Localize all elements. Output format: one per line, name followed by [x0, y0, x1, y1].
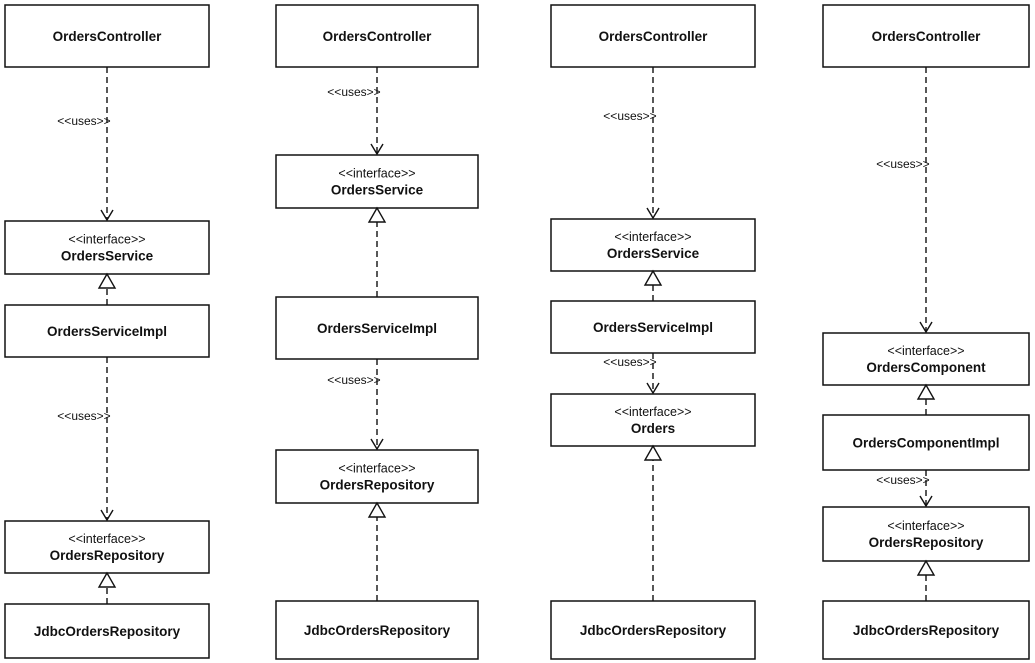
class-name: OrdersController: [53, 29, 163, 44]
uses-label: <<uses>>: [603, 109, 656, 123]
class-name: OrdersServiceImpl: [317, 321, 437, 336]
class-name: OrdersService: [61, 249, 154, 264]
class-name: JdbcOrdersRepository: [580, 623, 727, 638]
class-box: OrdersComponentImpl: [822, 414, 1030, 471]
interface-stereotype: <<interface>>: [614, 230, 691, 244]
class-box-frame: [4, 520, 210, 574]
class-box-frame: [275, 154, 479, 209]
uses-label: <<uses>>: [57, 114, 110, 128]
class-name: OrdersController: [872, 29, 982, 44]
interface-stereotype: <<interface>>: [338, 167, 415, 181]
class-box-frame: [275, 296, 479, 360]
class-box-frame: [550, 300, 756, 354]
class-name: OrdersService: [331, 183, 424, 198]
class-name: Orders: [631, 421, 675, 436]
interface-stereotype: <<interface>>: [338, 462, 415, 476]
class-box: OrdersController: [275, 4, 479, 68]
class-box: <<interface>> OrdersService: [4, 220, 210, 275]
class-box: OrdersServiceImpl: [275, 296, 479, 360]
uses-dependency-arrow: <<uses>>: [57, 67, 114, 222]
class-box: OrdersServiceImpl: [550, 300, 756, 354]
realization-arrow: [97, 272, 117, 305]
class-box-frame: [550, 600, 756, 660]
class-name: OrdersRepository: [320, 478, 435, 493]
realization-arrow: [643, 269, 663, 301]
class-box: OrdersServiceImpl: [4, 304, 210, 358]
class-box: OrdersController: [822, 4, 1030, 68]
realization-arrow: [367, 501, 387, 601]
realization-arrow: [643, 444, 663, 601]
class-name: OrdersRepository: [869, 535, 984, 550]
class-box: JdbcOrdersRepository: [550, 600, 756, 660]
class-name: OrdersComponent: [866, 360, 986, 375]
uses-label: <<uses>>: [603, 355, 656, 369]
class-name: OrdersServiceImpl: [47, 324, 167, 339]
interface-stereotype: <<interface>>: [887, 519, 964, 533]
class-name: JdbcOrdersRepository: [304, 623, 451, 638]
class-box-frame: [822, 600, 1030, 660]
uses-dependency-arrow: <<uses>>: [603, 67, 660, 220]
class-name: OrdersServiceImpl: [593, 320, 713, 335]
interface-stereotype: <<interface>>: [614, 405, 691, 419]
uses-dependency-arrow: <<uses>>: [876, 470, 933, 508]
class-name: JdbcOrdersRepository: [853, 623, 1000, 638]
class-name: OrdersService: [607, 246, 700, 261]
class-box: OrdersController: [550, 4, 756, 68]
class-box-frame: [550, 4, 756, 68]
class-box-frame: [275, 4, 479, 68]
class-box: OrdersController: [4, 4, 210, 68]
realization-arrow: [367, 206, 387, 297]
class-name: OrdersController: [599, 29, 709, 44]
uses-dependency-arrow: <<uses>>: [327, 359, 384, 451]
class-box: <<interface>> Orders: [550, 393, 756, 447]
uses-label: <<uses>>: [876, 473, 929, 487]
class-name: OrdersComponentImpl: [852, 436, 999, 451]
class-box-frame: [4, 4, 210, 68]
class-box: JdbcOrdersRepository: [275, 600, 479, 660]
class-box: <<interface>> OrdersRepository: [275, 449, 479, 504]
class-box: <<interface>> OrdersService: [275, 154, 479, 209]
class-name: JdbcOrdersRepository: [34, 624, 181, 639]
class-box: <<interface>> OrdersService: [550, 218, 756, 272]
class-box: JdbcOrdersRepository: [4, 603, 210, 659]
uses-dependency-arrow: <<uses>>: [327, 67, 384, 156]
class-box: <<interface>> OrdersComponent: [822, 332, 1030, 386]
uses-label: <<uses>>: [57, 409, 110, 423]
class-box-frame: [822, 4, 1030, 68]
uses-dependency-arrow: <<uses>>: [603, 353, 660, 395]
interface-stereotype: <<interface>>: [68, 233, 145, 247]
class-box: <<interface>> OrdersRepository: [4, 520, 210, 574]
class-box-frame: [4, 220, 210, 275]
realization-arrow: [916, 559, 936, 601]
uses-label: <<uses>>: [876, 157, 929, 171]
uses-dependency-arrow: <<uses>>: [876, 67, 933, 334]
class-box-frame: [822, 506, 1030, 562]
uses-dependency-arrow: <<uses>>: [57, 357, 114, 522]
realization-arrow: [916, 383, 936, 415]
uses-label: <<uses>>: [327, 85, 380, 99]
class-box: <<interface>> OrdersRepository: [822, 506, 1030, 562]
class-name: OrdersController: [323, 29, 433, 44]
class-box-frame: [275, 600, 479, 660]
class-box: JdbcOrdersRepository: [822, 600, 1030, 660]
interface-stereotype: <<interface>>: [887, 344, 964, 358]
class-box-frame: [822, 332, 1030, 386]
class-name: OrdersRepository: [50, 548, 165, 563]
uses-label: <<uses>>: [327, 373, 380, 387]
class-box-frame: [550, 393, 756, 447]
interface-stereotype: <<interface>>: [68, 532, 145, 546]
class-box-frame: [275, 449, 479, 504]
class-box-frame: [550, 218, 756, 272]
realization-arrow: [97, 571, 117, 604]
class-box-frame: [4, 304, 210, 358]
